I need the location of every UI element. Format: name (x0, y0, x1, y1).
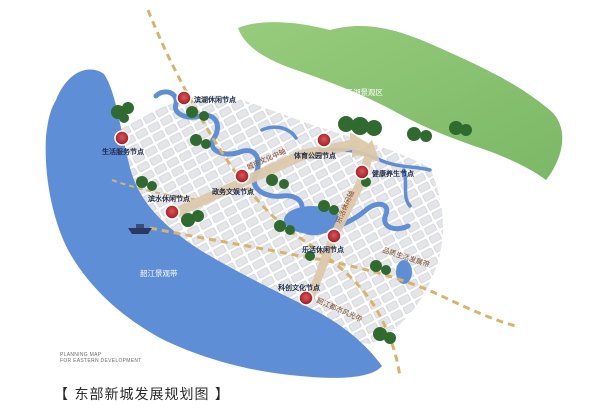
tree-clusters (111, 102, 472, 344)
node-sports-park: 体育公园节点 (294, 132, 336, 160)
node-label: 滨水休闲节点 (148, 194, 190, 203)
dashed-road-southwest (111, 179, 201, 201)
node-waterfront-leisure: 滨水休闲节点 (148, 194, 190, 220)
node-label: 体育公园节点 (294, 151, 336, 160)
node-label: 政务文娱节点 (212, 187, 254, 196)
urban-blocks (119, 95, 444, 344)
map-title: 【 东部新城发展规划图 】 (54, 387, 230, 403)
node-innovation-culture: 科创文化节点 (278, 283, 320, 306)
node-label: 科创文化节点 (278, 283, 320, 292)
dashed-road-east (149, 226, 517, 328)
node-lakeside-leisure: 滨湖休闲节点 (176, 90, 236, 106)
central-pond (284, 206, 340, 234)
culture-axis-arrow (170, 132, 372, 218)
main-river (45, 69, 382, 378)
boat-icon (128, 224, 152, 234)
node-label: 滨湖休闲节点 (194, 95, 236, 104)
node-label: 健康养生节点 (372, 169, 414, 178)
caption-line-2: FOR EASTERN DEVELOPMENT (60, 358, 142, 364)
node-label: 乐活休闲节点 (302, 245, 344, 254)
inner-waterway (153, 89, 411, 236)
node-label: 生活服务节点 (102, 147, 144, 156)
node-life-service: 生活服务节点 (102, 130, 144, 156)
map-caption: PLANNING MAP FOR EASTERN DEVELOPMENT (60, 352, 142, 364)
caption-line-1: PLANNING MAP (60, 352, 102, 358)
node-admin-culture: 政务文娱节点 (212, 168, 254, 196)
node-lehuo-leisure: 乐活休闲节点 (302, 228, 344, 254)
lake-scenic-label: 白泽湖景观区 (338, 87, 383, 97)
south-pond (396, 260, 412, 284)
green-scenic-zone (238, 22, 563, 181)
river-scenic-label: 韶江景观带 (140, 268, 178, 278)
node-health: 健康养生节点 (354, 164, 414, 180)
